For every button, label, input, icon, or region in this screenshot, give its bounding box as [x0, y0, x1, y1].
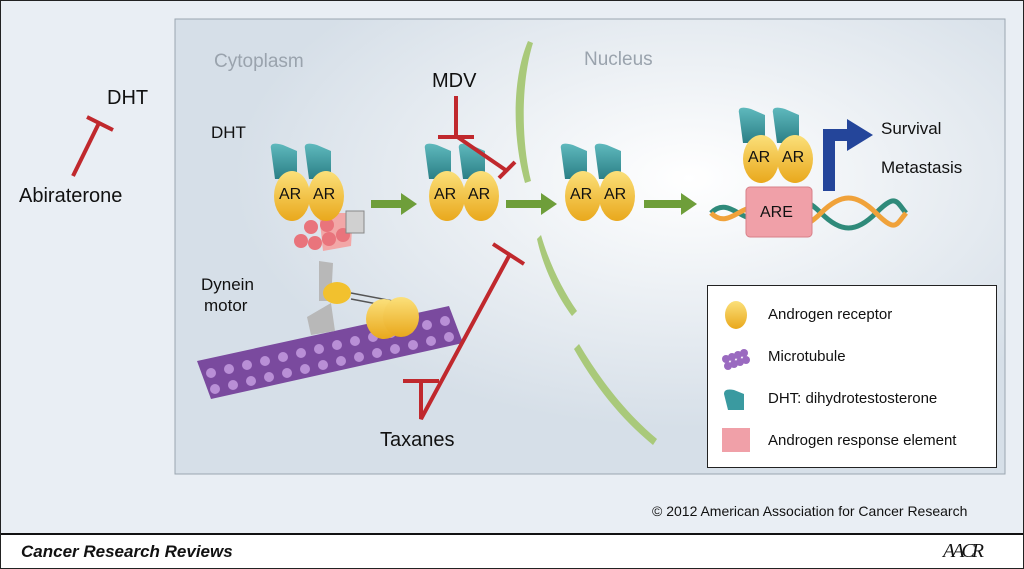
ar-label: AR [748, 149, 771, 166]
dht-cytoplasm-label: DHT [211, 123, 246, 142]
promoter-ar-complex [738, 107, 813, 183]
legend-item-label: DHT: dihydrotestosterone [768, 390, 938, 407]
metastasis-label: Metastasis [881, 158, 963, 177]
transcription-arrow [823, 119, 873, 191]
legend-item-label: Microtubule [768, 348, 846, 365]
cytoplasm-ar-complex [270, 143, 344, 221]
ar-label: AR [604, 186, 627, 203]
translocation-arrows [371, 193, 697, 215]
legend-item-label: Androgen receptor [768, 306, 893, 323]
journal-title: Cancer Research Reviews [21, 542, 233, 561]
legend: Androgen receptor Microtubule DHT: dihyd… [707, 285, 997, 468]
ar-label: AR [279, 186, 302, 203]
ar-label: AR [434, 186, 457, 203]
legend-item-label: Androgen response element [768, 432, 957, 449]
dht-left-label: DHT [107, 87, 149, 109]
nuclear-membrane [515, 41, 657, 445]
are-icon [722, 428, 750, 452]
aacr-logo: AACR [943, 540, 984, 562]
taxanes-label: Taxanes [380, 429, 455, 451]
ar-label: AR [570, 186, 593, 203]
dynein-label: Dynein [201, 275, 254, 294]
ar-label: AR [468, 186, 491, 203]
survival-label: Survival [881, 119, 942, 138]
footer-bar: Cancer Research Reviews AACR [1, 533, 1023, 568]
abiraterone-inhibitor [71, 115, 114, 177]
androgen-receptor-icon [725, 301, 747, 329]
middle-ar-complex [424, 143, 499, 221]
ar-label: AR [782, 149, 805, 166]
taxanes-inhibitor [403, 242, 526, 420]
mdv-inhibitor [438, 96, 517, 180]
nucleus-label: Nucleus [584, 49, 653, 70]
dht-icon [724, 389, 744, 410]
dynein-motor [294, 210, 419, 339]
abiraterone-label: Abiraterone [19, 185, 123, 207]
motor-label: motor [204, 296, 248, 315]
mdv-label: MDV [432, 70, 477, 92]
nuclear-ar-complex [560, 143, 635, 221]
microtubule-icon [722, 349, 750, 370]
are-label: ARE [760, 204, 793, 221]
legend-icons [722, 301, 750, 452]
copyright-text: © 2012 American Association for Cancer R… [652, 503, 968, 519]
cytoplasm-label: Cytoplasm [214, 51, 304, 72]
are-box [745, 186, 813, 238]
ar-label: AR [313, 186, 336, 203]
